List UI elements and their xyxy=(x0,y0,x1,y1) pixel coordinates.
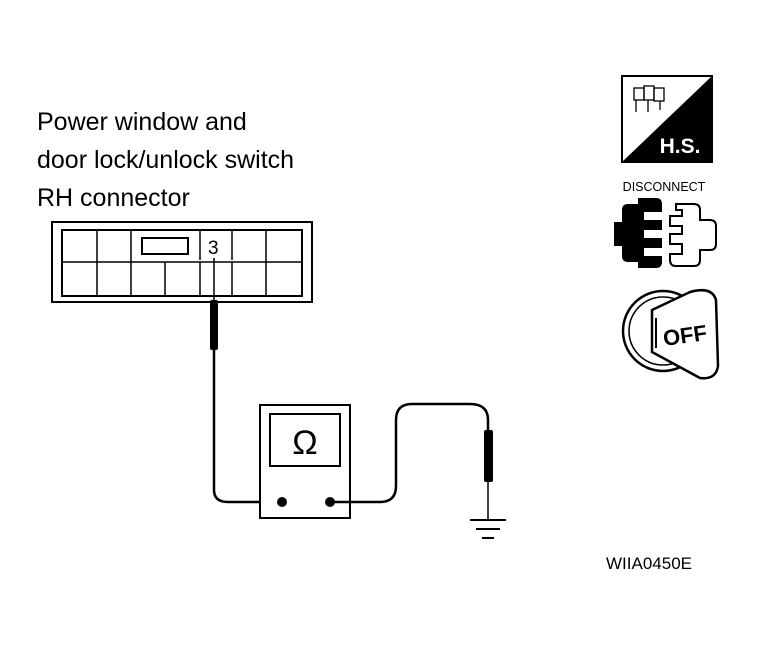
figure-code: WIIA0450E xyxy=(606,554,692,573)
ohm-symbol: Ω xyxy=(292,424,317,462)
connector xyxy=(51,221,313,303)
ignition-off-icon xyxy=(621,289,720,380)
probe-ground xyxy=(484,430,493,519)
title-line-3: RH connector xyxy=(37,184,190,212)
connector-latch xyxy=(141,237,189,255)
title-line-1: Power window and xyxy=(37,108,247,136)
ohmmeter xyxy=(259,404,351,519)
ground-symbol xyxy=(470,519,506,539)
hs-label: H.S. xyxy=(660,135,701,158)
disconnect-icon xyxy=(614,198,717,268)
ohmmeter-terminal-left xyxy=(277,497,287,507)
ignition-off-label: OFF xyxy=(661,320,708,351)
hand-sign-icon xyxy=(621,75,713,163)
lead-wire-left xyxy=(212,489,282,504)
connector-outer xyxy=(51,221,313,303)
disconnect-label: DISCONNECT xyxy=(623,180,706,194)
title-line-2: door lock/unlock switch xyxy=(37,146,294,174)
terminal-number: 3 xyxy=(208,238,219,259)
probe-terminal xyxy=(210,258,218,490)
ohmmeter-display xyxy=(269,413,341,467)
connector-inner xyxy=(61,229,303,297)
lead-wire-right xyxy=(330,402,490,504)
